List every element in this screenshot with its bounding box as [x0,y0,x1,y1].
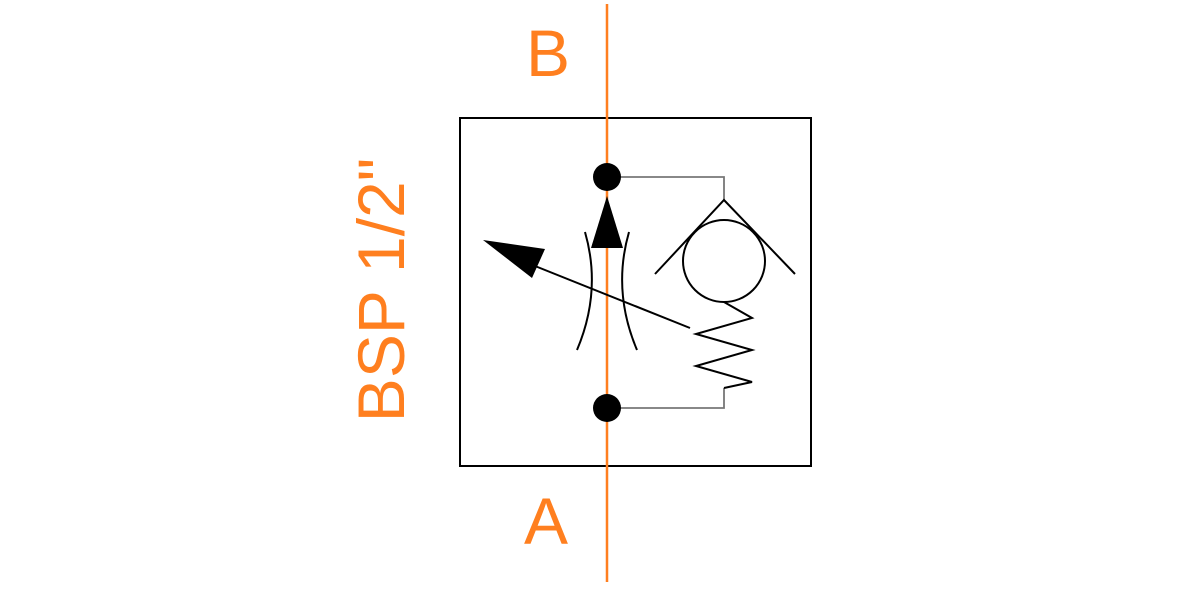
check-valve-seat [654,198,796,275]
adjustable-arrow [483,240,691,329]
connection-size-label: BSP 1/2" [344,157,418,423]
flow-direction-arrow [591,196,623,248]
check-valve-ball [682,219,766,303]
junction-dot-top [593,163,621,191]
junction-dot-bottom [593,394,621,422]
bypass-lines [608,176,725,409]
port-b-label: B [526,16,571,90]
valve-body [459,117,812,467]
spring [692,301,756,389]
throttle-restriction [576,231,638,351]
port-a-label: A [524,484,569,558]
